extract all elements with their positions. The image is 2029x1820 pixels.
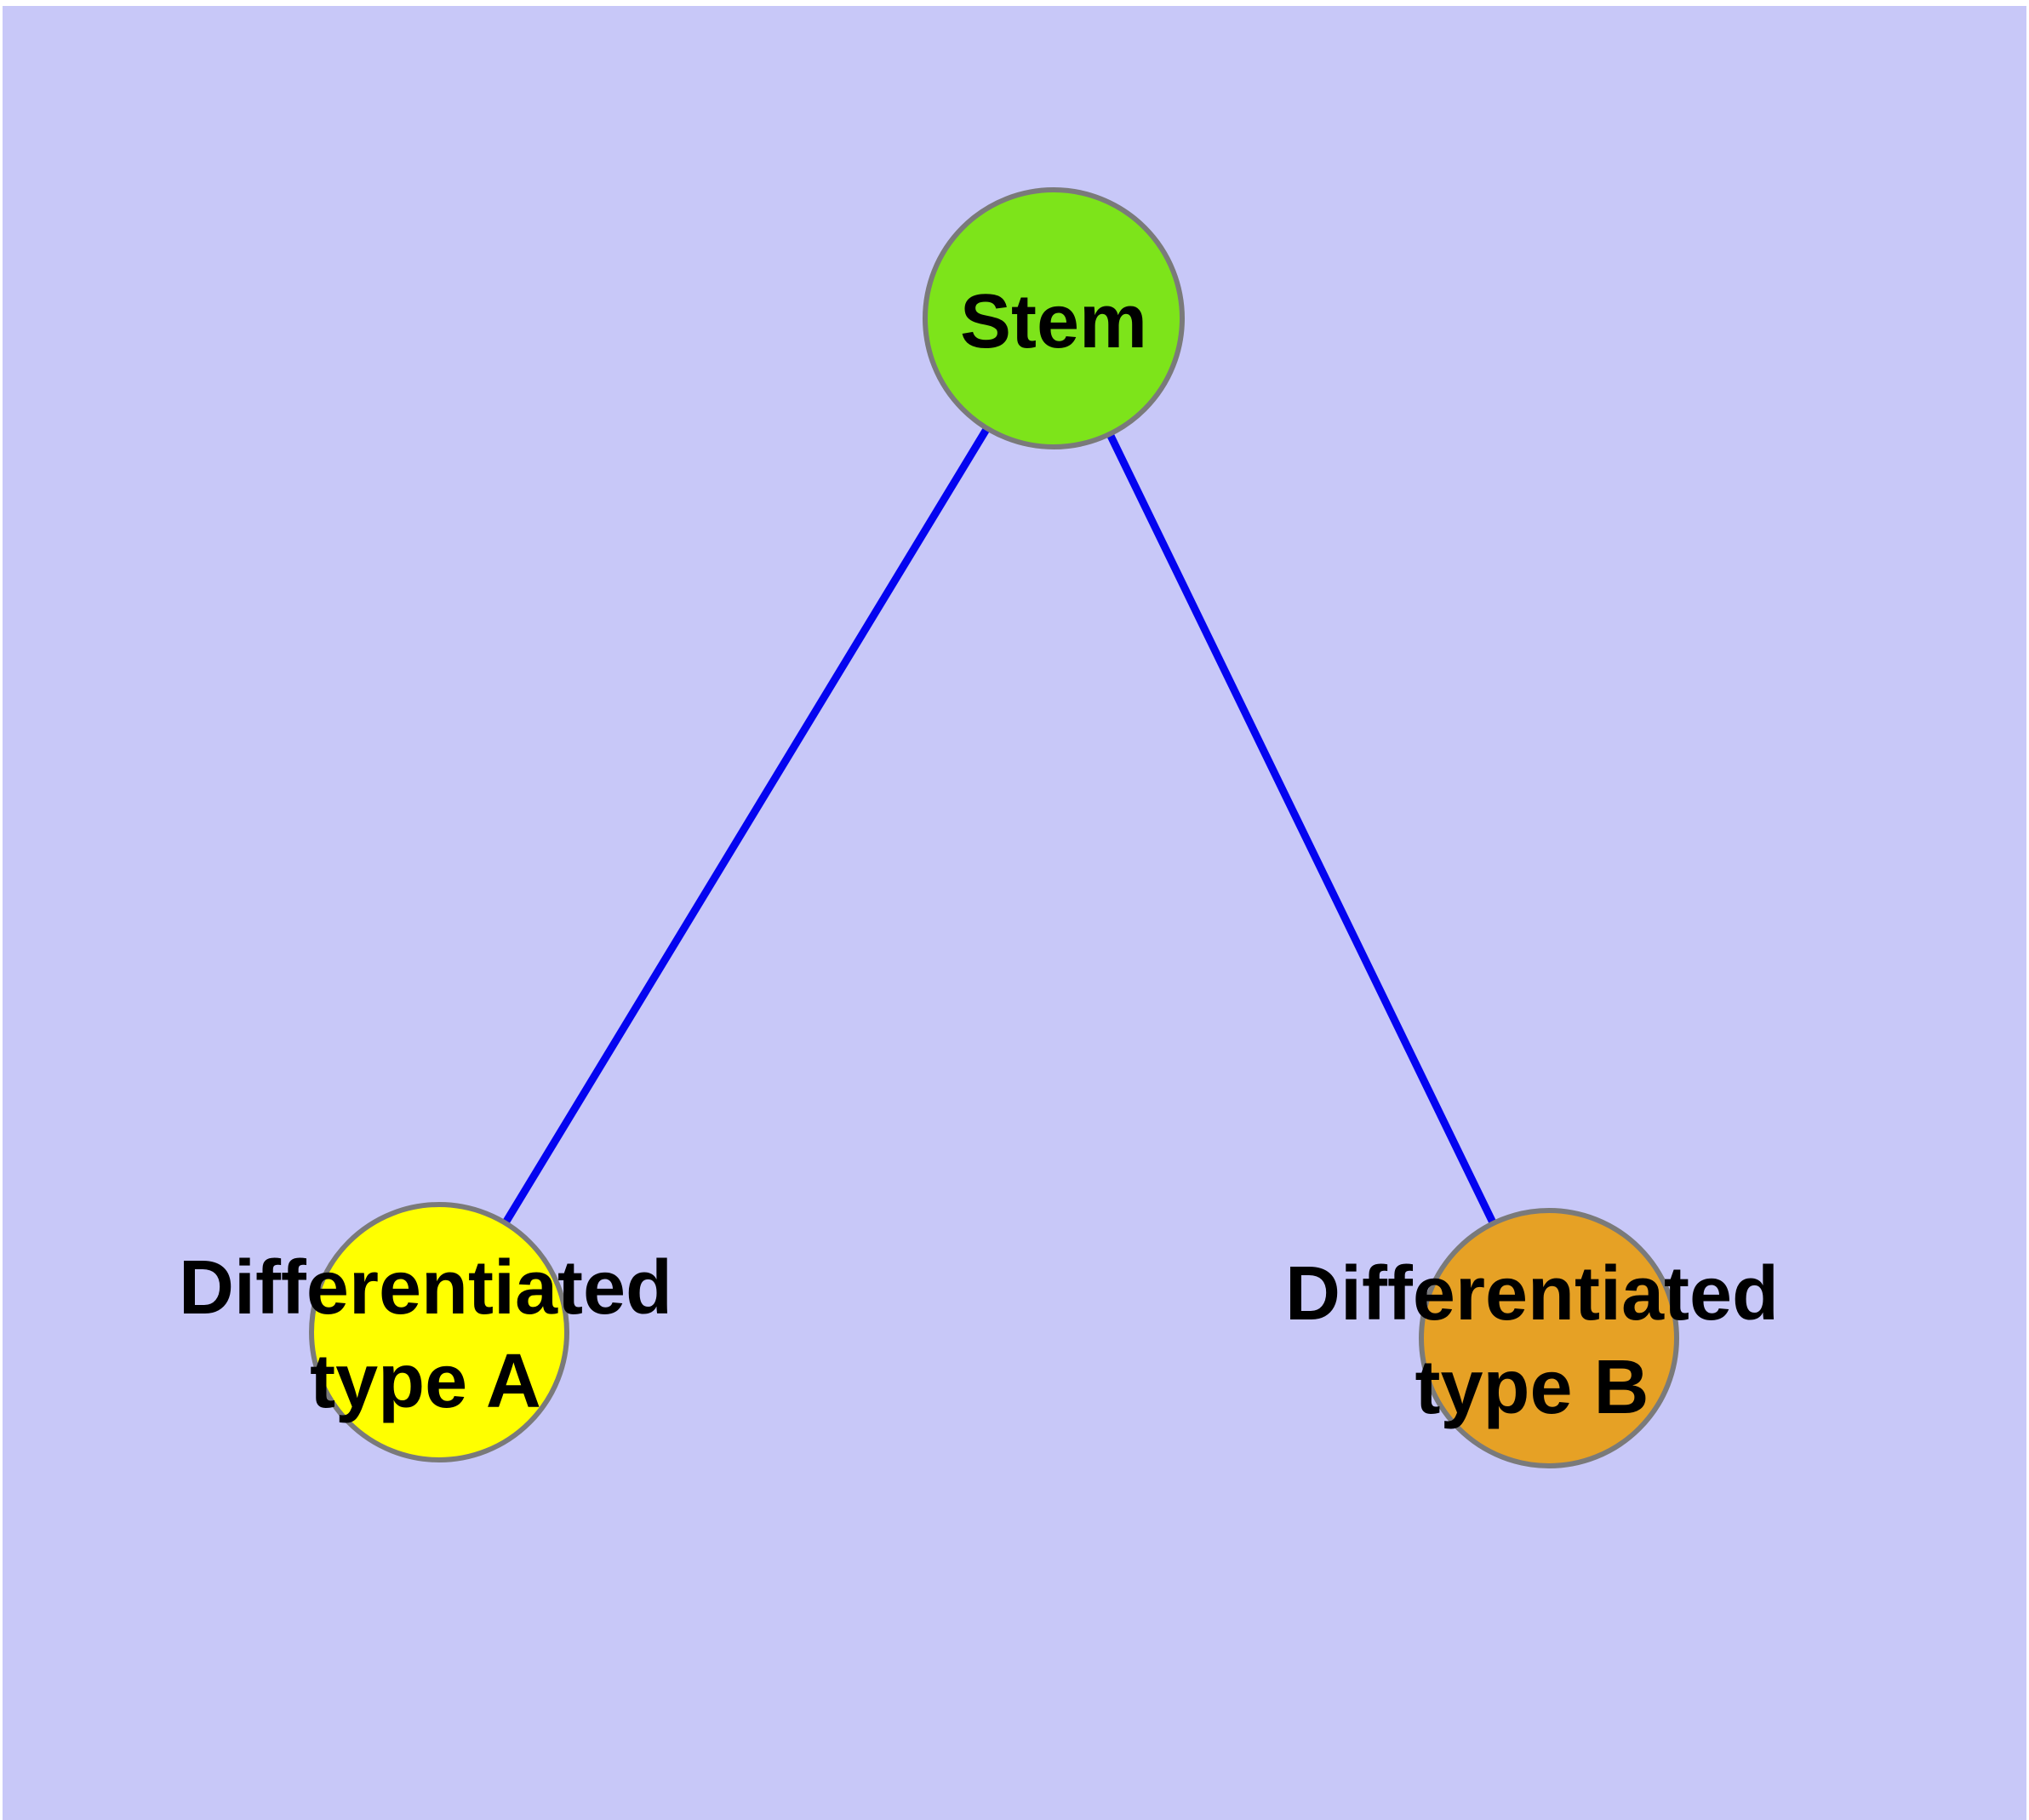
edge-stem-to-type-a: [436, 316, 1057, 1335]
node-differentiated-type-a-circle: [309, 1202, 569, 1462]
node-differentiated-type-a: Differentiated type A: [179, 1202, 672, 1462]
node-differentiated-type-b-circle: [1419, 1208, 1679, 1468]
edge-stem-to-type-b: [1049, 317, 1553, 1340]
node-differentiated-type-a-label-line2: type A: [310, 1339, 541, 1424]
node-differentiated-type-b-label-line2: type B: [1415, 1345, 1649, 1430]
node-stem-circle: [923, 187, 1185, 449]
node-differentiated-type-a-label-line1: Differentiated: [179, 1245, 672, 1331]
node-differentiated-type-b: Differentiated type B: [1285, 1208, 1779, 1468]
node-differentiated-type-b-label-line1: Differentiated: [1285, 1251, 1779, 1336]
node-stem-label: Stem: [960, 279, 1147, 364]
node-stem: Stem: [923, 187, 1185, 449]
